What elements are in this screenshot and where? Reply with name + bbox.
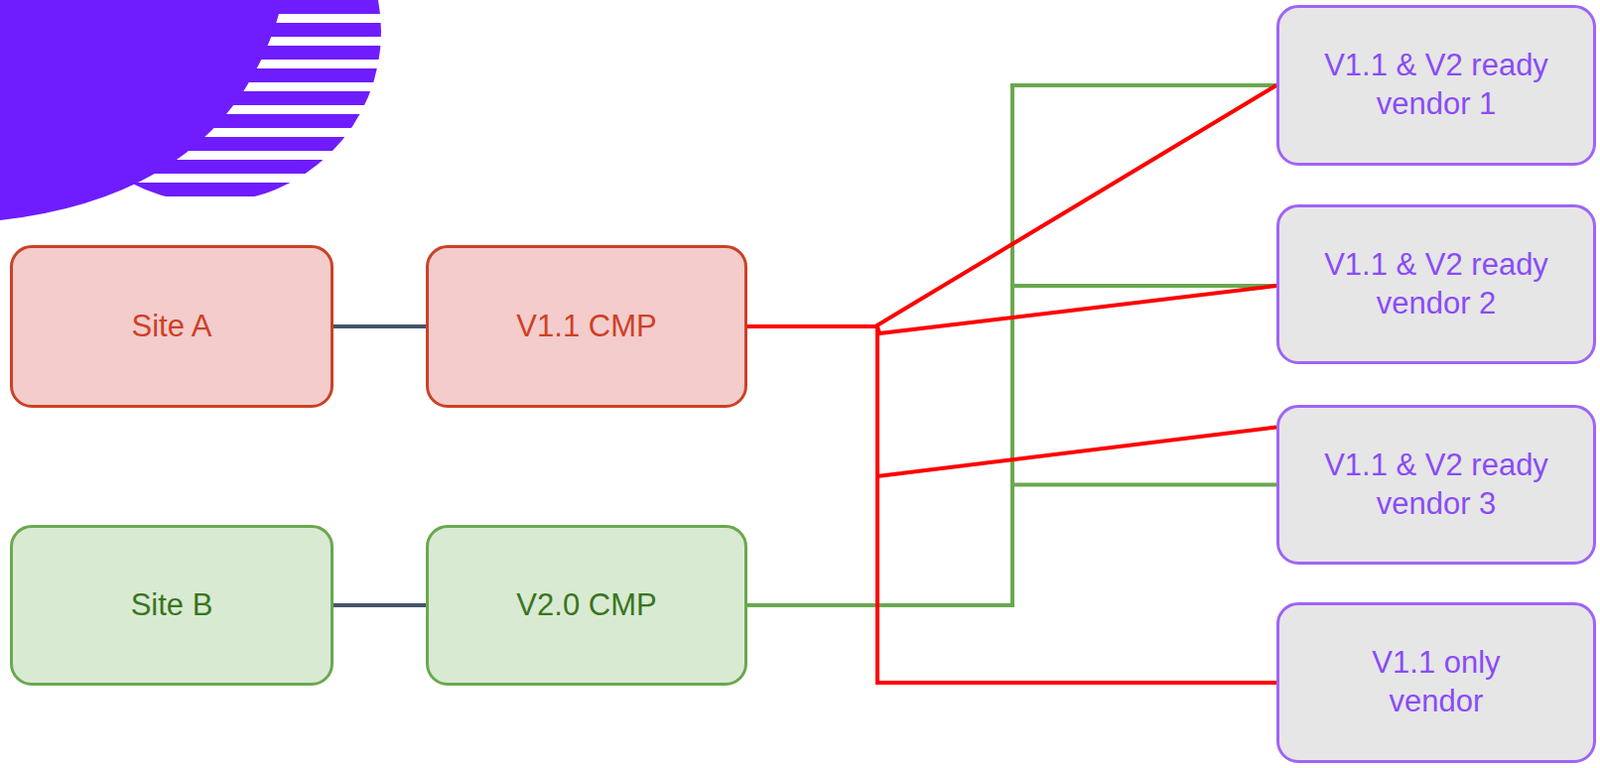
cmp-box: V2.0 CMP — [425, 525, 748, 686]
node-label: Site B — [131, 586, 214, 626]
node-label: V2.0 CMP — [516, 586, 657, 626]
v2-link — [747, 285, 1277, 606]
node-label: V1.1 & V2 ready vendor 2 — [1293, 246, 1580, 324]
node-label: V1.1 & V2 ready vendor 1 — [1293, 46, 1580, 125]
vendor-box: V1.1 & V2 ready vendor 3 — [1276, 404, 1597, 565]
site-box: Site A — [9, 245, 334, 408]
v1-link — [747, 326, 1277, 683]
vendor-box: V1.1 & V2 ready vendor 2 — [1276, 204, 1597, 365]
node-label: V1.1 CMP — [516, 307, 657, 347]
vendor-box: V1.1 only vendor — [1276, 602, 1597, 764]
site-box: Site B — [9, 525, 334, 686]
solid-shape — [0, 0, 283, 221]
v1-link — [747, 326, 1277, 477]
node-label: V1.1 only vendor — [1336, 644, 1536, 722]
site-link — [333, 324, 426, 329]
site-link — [333, 603, 426, 608]
vendor-box: V1.1 & V2 ready vendor 1 — [1276, 4, 1597, 166]
v1-link — [747, 85, 1277, 327]
node-label: V1.1 & V2 ready vendor 3 — [1293, 446, 1580, 525]
v2-link — [747, 485, 1277, 607]
cmp-box: V1.1 CMP — [425, 245, 748, 408]
v2-link — [747, 85, 1277, 606]
node-label: Site A — [132, 307, 213, 347]
